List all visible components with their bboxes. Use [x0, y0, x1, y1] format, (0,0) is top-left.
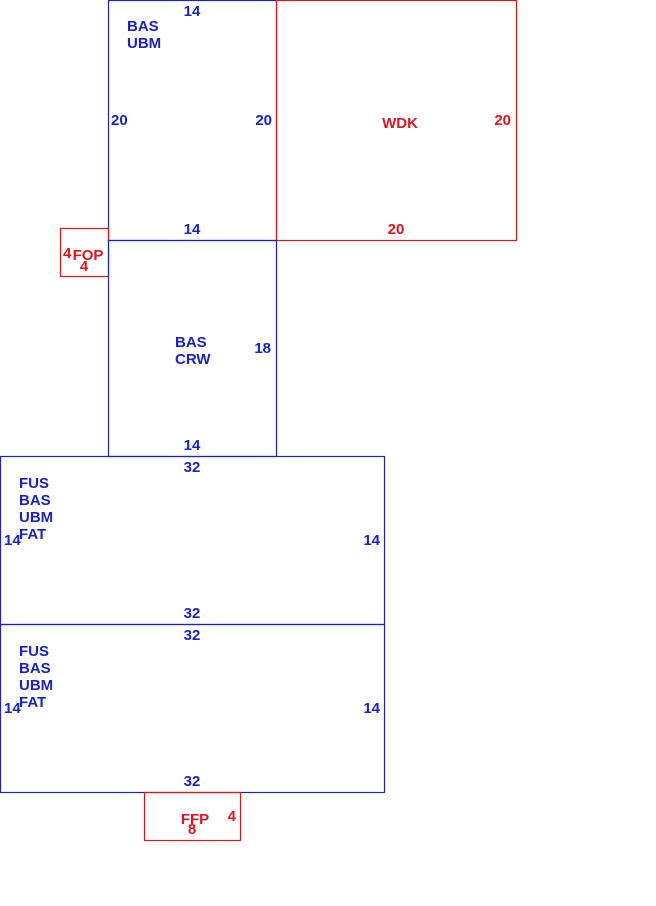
area-code-line: BAS [127, 18, 159, 35]
dim-left: 20 [111, 112, 128, 129]
dim-top: 32 [184, 627, 201, 644]
area-code-line: WDK [382, 115, 418, 132]
dim-right: 18 [254, 340, 271, 357]
area-fus-1: FUS BAS UBM FAT 32 14 14 32 [0, 455, 386, 626]
area-code-line: FOP [73, 247, 104, 264]
dim-bottom: 20 [388, 221, 405, 238]
dim-bottom: 32 [184, 773, 201, 790]
dim-bottom: 14 [184, 221, 201, 238]
area-fus-2: FUS BAS UBM FAT 32 14 14 32 [0, 623, 386, 794]
dim-bottom: 8 [188, 821, 196, 838]
area-code-line: FUS [19, 643, 49, 660]
area-code-line: CRW [175, 351, 211, 368]
area-code-line: UBM [19, 509, 53, 526]
dim-top: 14 [184, 3, 201, 20]
area-code-line: UBM [127, 35, 161, 52]
dim-left: 14 [4, 532, 21, 549]
dim-left: 4 [63, 245, 72, 262]
area-outline [275, 0, 518, 242]
area-upper-bas: BAS UBM 14 20 20 14 [107, 0, 278, 242]
area-code-line: BAS [175, 334, 207, 351]
area-ffp: FFP 4 8 [143, 791, 242, 842]
area-code-line: FUS [19, 475, 49, 492]
area-code-line: FFP [181, 811, 209, 828]
dim-right: 20 [494, 112, 511, 129]
area-outline [0, 623, 386, 794]
area-code-line: UBM [19, 677, 53, 694]
dim-right: 14 [363, 700, 380, 717]
dim-bottom: 4 [80, 258, 89, 275]
dim-top: 32 [184, 459, 201, 476]
dim-bottom: 14 [184, 437, 201, 454]
dim-right: 14 [363, 532, 380, 549]
area-fop: FOP 4 4 [59, 227, 110, 278]
area-outline [143, 791, 242, 842]
area-code-line: BAS [19, 492, 51, 509]
area-crw: BAS CRW 18 14 [107, 239, 278, 458]
area-code-line: BAS [19, 660, 51, 677]
dim-right: 4 [228, 808, 237, 825]
area-code-line: FAT [19, 694, 46, 711]
area-code-line: FAT [19, 526, 46, 543]
area-wdk: WDK 20 20 [275, 0, 518, 242]
dim-bottom: 32 [184, 605, 201, 622]
area-outline [0, 455, 386, 626]
dim-left: 14 [4, 700, 21, 717]
dim-right: 20 [255, 112, 272, 129]
